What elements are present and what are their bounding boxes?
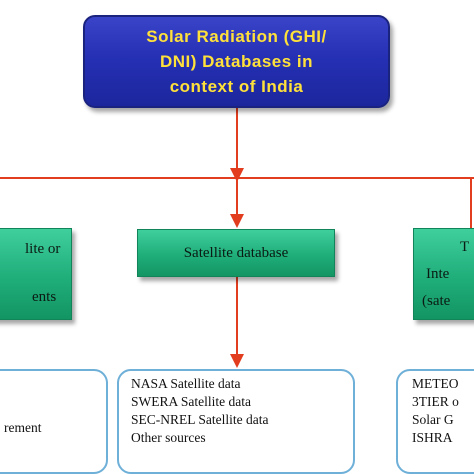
list-item: Other sources [131,430,206,445]
arrowhead-satellite-to-list [230,354,244,368]
list-item: 3TIER o [412,394,459,409]
list-item: METEO [412,376,459,391]
branch-node-left: lite or ents [0,228,72,320]
branch-left-line: ents [32,289,57,305]
arrowhead-top-to-bus [230,168,244,182]
list-item: rement [4,420,42,435]
list-node-right: METEO 3TIER o Solar G ISHRA [396,369,474,474]
list-item: SEC-NREL Satellite data [131,412,269,427]
list-item: SWERA Satellite data [131,394,251,409]
list-item: ISHRA [412,430,453,445]
root-node-line: Solar Radiation (GHI/ [146,27,327,46]
branch-left-line: lite or [25,241,61,257]
branch-node-right: T Inte (sate [413,228,474,320]
branch-node-satellite-database: Satellite database [137,229,335,277]
list-item: Solar G [412,412,454,427]
list-node-left: rement [0,369,108,474]
branch-right-line: (sate [422,293,451,309]
list-item: NASA Satellite data [131,376,241,391]
root-node-text: Solar Radiation (GHI/ DNI) Databases in … [146,24,327,99]
root-node-solar-radiation-databases: Solar Radiation (GHI/ DNI) Databases in … [83,15,390,108]
root-node-line: DNI) Databases in [159,52,314,71]
arrowhead-bus-to-satellite [230,214,244,228]
root-node-line: context of India [169,77,304,96]
list-node-satellite-sources: NASA Satellite data SWERA Satellite data… [117,369,355,474]
branch-satellite-label: Satellite database [183,244,289,261]
branch-right-line: T [460,239,470,255]
branch-right-line: Inte [426,266,450,282]
